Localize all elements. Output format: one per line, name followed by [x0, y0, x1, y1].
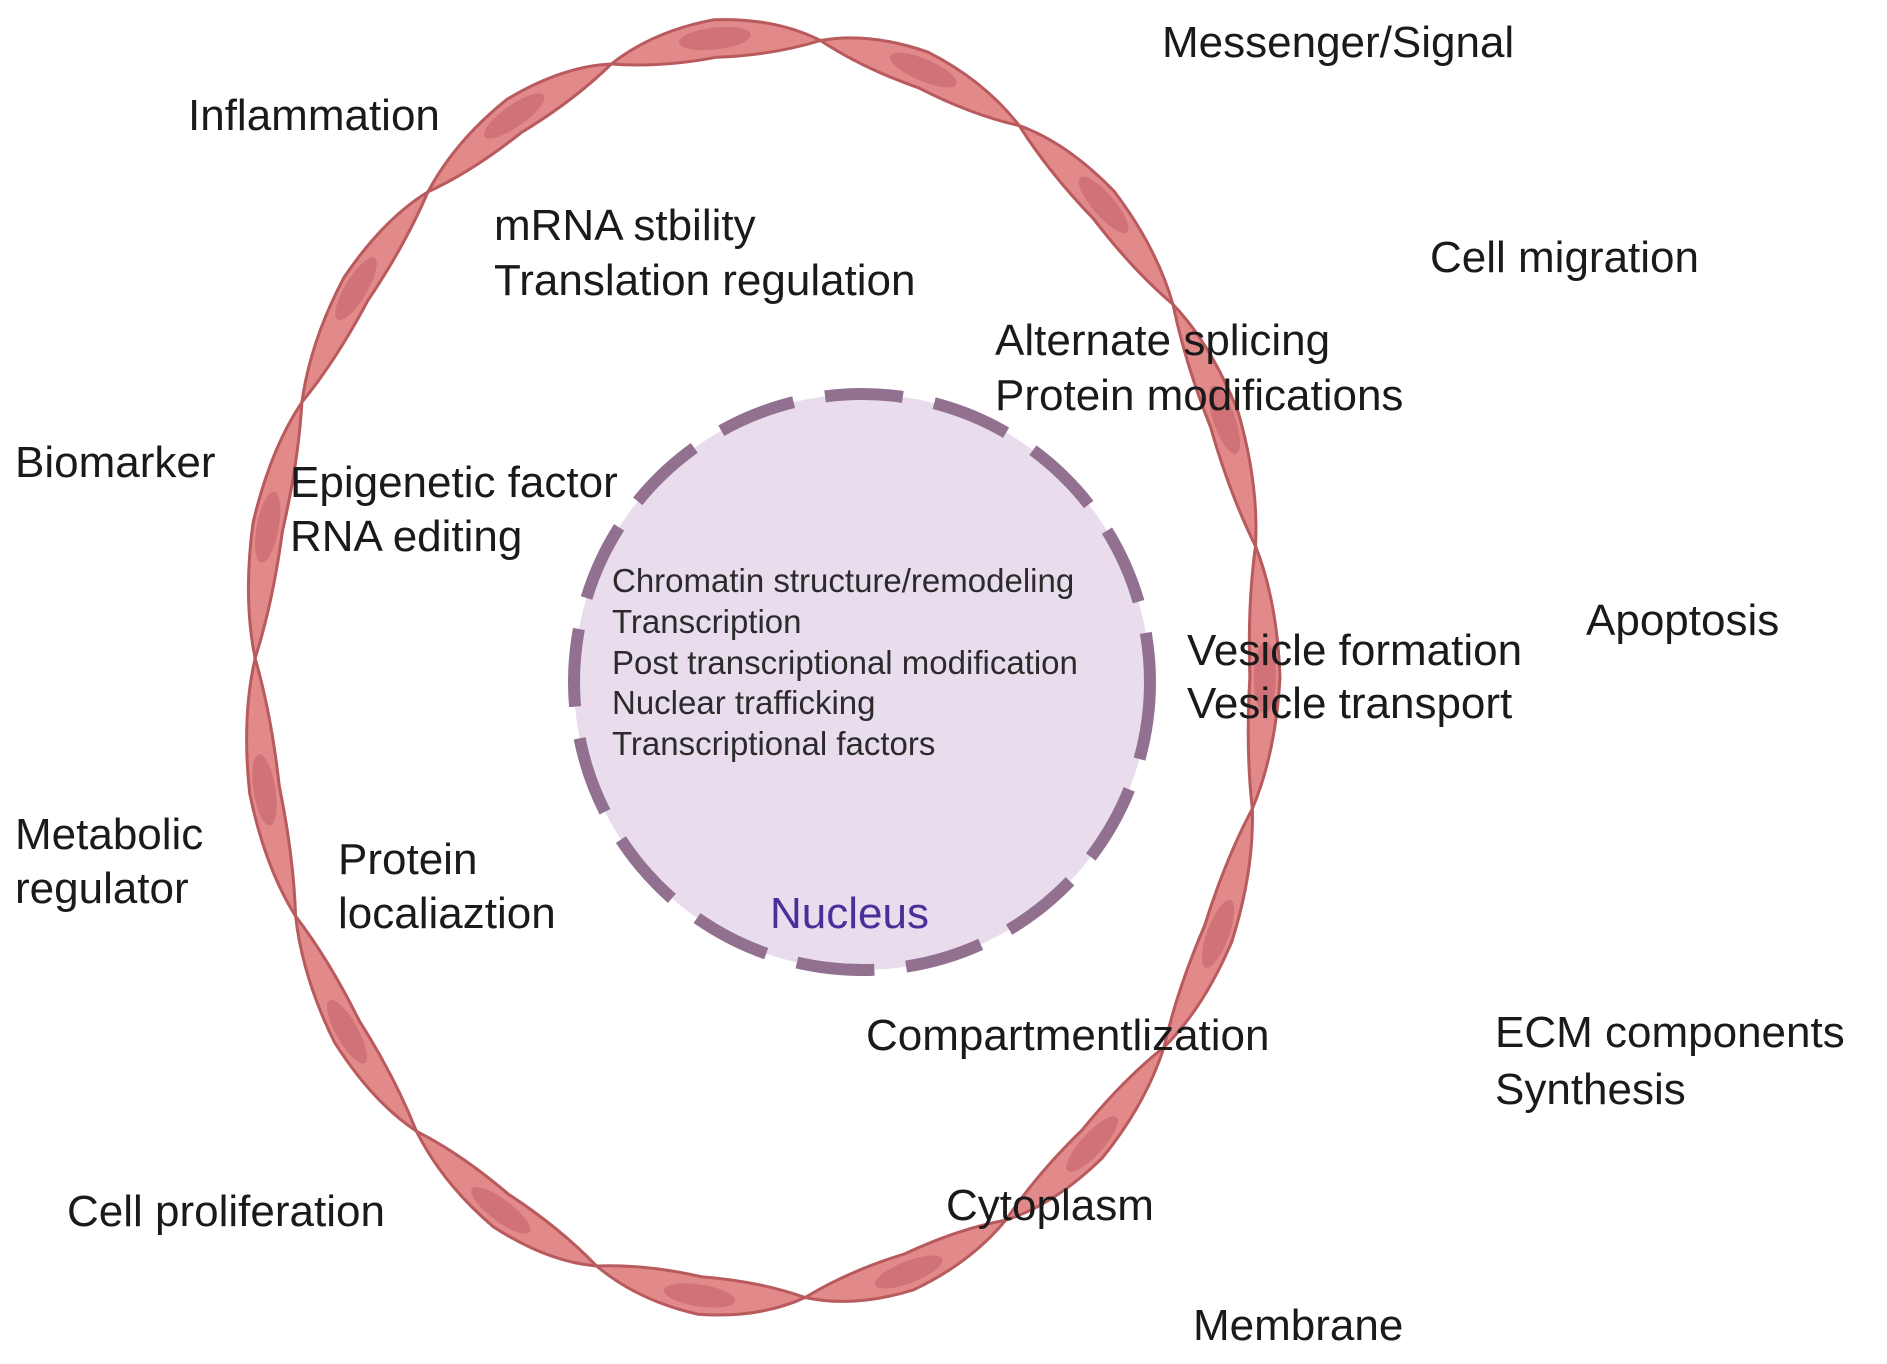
- label-protein-modifications: Protein modifications: [995, 371, 1403, 420]
- membrane-cell: [426, 62, 613, 194]
- nucleus-line-transcriptional-factors: Transcriptional factors: [612, 725, 935, 762]
- outer-labels: Messenger/Signal Inflammation Cell migra…: [15, 18, 1845, 1350]
- membrane-cell-nucleus: [1078, 176, 1129, 234]
- label-biomarker: Biomarker: [15, 438, 216, 487]
- label-alternate-splicing: Alternate splicing: [995, 316, 1330, 365]
- nucleus-text: Chromatin structure/remodeling Transcrip…: [612, 562, 1078, 938]
- inner-labels: mRNA stbility Translation regulation Alt…: [290, 201, 1522, 1230]
- label-cell-proliferation: Cell proliferation: [67, 1187, 385, 1236]
- membrane-cell-nucleus: [471, 1187, 531, 1234]
- label-cell-migration: Cell migration: [1430, 233, 1699, 282]
- membrane-cell-nucleus: [874, 1255, 943, 1289]
- membrane-cell-nucleus: [679, 26, 751, 51]
- label-ecm-components: ECM components: [1495, 1008, 1845, 1057]
- membrane-cell-nucleus: [1253, 641, 1276, 714]
- label-synthesis: Synthesis: [1495, 1065, 1686, 1114]
- membrane-cell-ring: [245, 18, 1282, 1317]
- membrane-cell-nucleus: [252, 754, 277, 826]
- label-cytoplasm: Cytoplasm: [946, 1181, 1154, 1230]
- membrane-cell-nucleus: [663, 1283, 736, 1308]
- membrane-cell: [819, 36, 1021, 128]
- membrane-cell-nucleus: [335, 257, 377, 321]
- membrane-cell-nucleus: [890, 52, 957, 88]
- nucleus-line-post-transcriptional: Post transcriptional modification: [612, 644, 1078, 681]
- label-translation-regulation: Translation regulation: [494, 256, 916, 305]
- label-membrane: Membrane: [1193, 1301, 1403, 1350]
- membrane-cell: [294, 914, 418, 1133]
- label-inflammation: Inflammation: [188, 91, 440, 140]
- nucleus-line-transcription: Transcription: [612, 603, 802, 640]
- nucleus-circle: [568, 388, 1156, 976]
- label-protein: Protein: [338, 835, 477, 884]
- membrane-cell: [1017, 124, 1175, 306]
- label-regulator: regulator: [15, 864, 189, 913]
- label-mrna-stability: mRNA stbility: [494, 201, 756, 250]
- label-rna-editing: RNA editing: [290, 512, 522, 561]
- label-localization: localiaztion: [338, 889, 556, 938]
- membrane-cell: [414, 1129, 599, 1268]
- label-metabolic: Metabolic: [15, 810, 203, 859]
- membrane-cell-nucleus: [1201, 899, 1235, 968]
- nucleus-title: Nucleus: [770, 889, 929, 938]
- membrane-cell-nucleus: [1208, 385, 1240, 455]
- label-epigenetic-factor: Epigenetic factor: [290, 458, 618, 507]
- membrane-cell: [300, 190, 430, 404]
- membrane-cell-nucleus: [484, 93, 545, 139]
- membrane-cell: [803, 1218, 1008, 1303]
- label-compartmentalization: Compartmentlization: [866, 1011, 1270, 1060]
- membrane-cell-nucleus: [1066, 1116, 1118, 1172]
- label-messenger-signal: Messenger/Signal: [1162, 18, 1514, 67]
- nucleus-line-nuclear-trafficking: Nuclear trafficking: [612, 684, 876, 721]
- label-vesicle-transport: Vesicle transport: [1187, 679, 1512, 728]
- nucleus-line-chromatin: Chromatin structure/remodeling: [612, 562, 1074, 599]
- label-apoptosis: Apoptosis: [1586, 596, 1779, 645]
- label-vesicle-formation: Vesicle formation: [1187, 626, 1522, 675]
- membrane-cell-nucleus: [255, 491, 281, 563]
- membrane-cell-nucleus: [326, 999, 368, 1064]
